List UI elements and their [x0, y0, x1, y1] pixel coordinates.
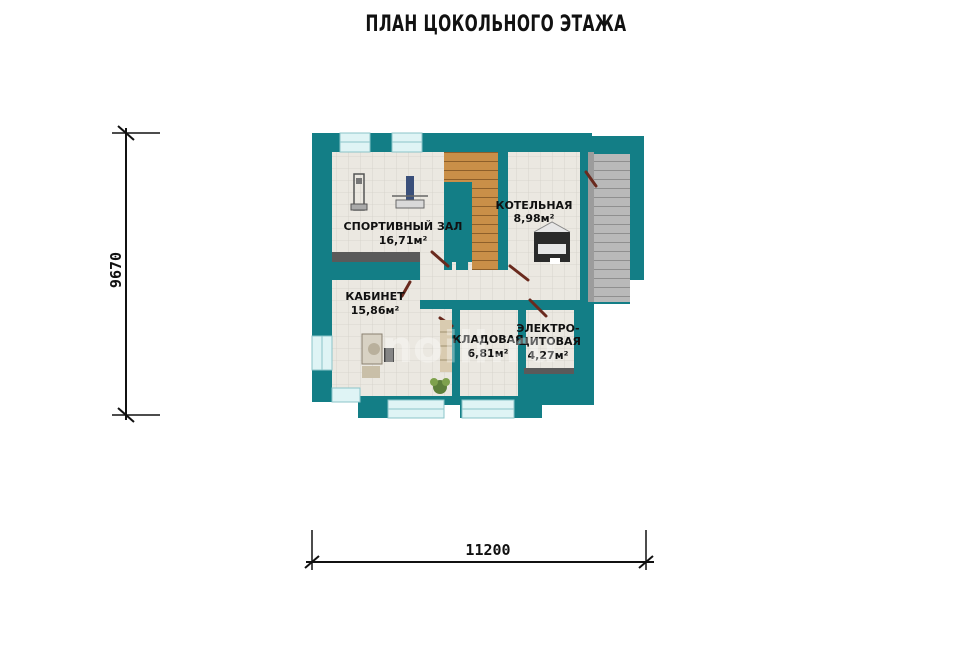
interior-walls [332, 152, 594, 396]
svg-text:16,71м²: 16,71м² [379, 234, 428, 247]
room-label-electrical: ЭЛЕКТРО- ЩИТОВАЯ 4,27м² [515, 322, 581, 362]
floor-storage [458, 310, 518, 396]
dimension-vertical: 9670 [107, 125, 160, 423]
svg-text:КАБИНЕТ: КАБИНЕТ [345, 290, 405, 303]
stair-entry [588, 152, 630, 302]
windows [311, 132, 515, 419]
dimension-height-label: 9670 [107, 252, 125, 288]
svg-text:ЭЛЕКТРО-: ЭЛЕКТРО- [516, 322, 579, 335]
svg-text:8,98м²: 8,98м² [514, 212, 555, 225]
desk-icon [361, 333, 394, 378]
svg-text:КЛАДОВАЯ: КЛАДОВАЯ [452, 333, 523, 346]
dimension-width-label: 11200 [465, 541, 510, 559]
plant-icon [430, 378, 450, 394]
svg-text:СПОРТИВНЫЙ ЗАЛ: СПОРТИВНЫЙ ЗАЛ [344, 220, 463, 233]
floor-office [332, 280, 452, 396]
stair-wooden [444, 152, 498, 270]
plan-title: ПЛАН ЦОКОЛЬНОГО ЭТАЖА [365, 12, 627, 37]
room-label-gym: СПОРТИВНЫЙ ЗАЛ 16,71м² [344, 220, 463, 247]
watermark: noili.ru [382, 322, 559, 373]
floor-electrical [524, 310, 574, 372]
room-label-boiler: КОТЕЛЬНАЯ 8,98м² [495, 199, 572, 225]
room-label-office: КАБИНЕТ 15,86м² [345, 290, 405, 317]
dimension-horizontal: 11200 [304, 530, 654, 570]
boiler-icon [533, 221, 571, 264]
room-label-storage: КЛАДОВАЯ 6,81м² [452, 333, 523, 360]
svg-text:4,27м²: 4,27м² [528, 349, 569, 362]
shelves-icon [440, 320, 452, 372]
svg-text:6,81м²: 6,81м² [468, 347, 509, 360]
wall-shadow [332, 252, 574, 374]
svg-text:ЩИТОВАЯ: ЩИТОВАЯ [515, 335, 581, 348]
svg-text:КОТЕЛЬНАЯ: КОТЕЛЬНАЯ [495, 199, 572, 212]
gym-equipment-icon [350, 173, 428, 211]
svg-text:15,86м²: 15,86м² [351, 304, 400, 317]
